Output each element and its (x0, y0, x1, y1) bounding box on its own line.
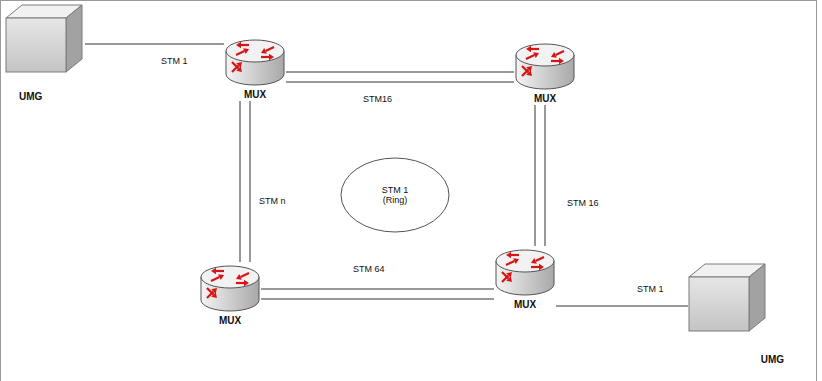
mux-node: MUX (199, 262, 261, 327)
link-stroke (556, 306, 688, 307)
ring-ellipse: STM 1 (Ring) (340, 157, 450, 233)
arrow-stroke (211, 277, 219, 281)
mux-node: MUX (514, 40, 576, 105)
arrow-stroke (241, 273, 249, 277)
arrow-head (506, 276, 512, 282)
arrow-stroke (232, 62, 238, 68)
arrow-stroke (531, 48, 539, 50)
link-line (261, 289, 494, 299)
arrow-head (559, 58, 564, 64)
link-stroke (286, 72, 514, 73)
mux-top (201, 266, 259, 288)
node-label: STM 1 (Ring) (378, 185, 412, 205)
arrow-stroke (236, 282, 244, 284)
mux-node: MUX (494, 246, 556, 311)
node-label: MUX (224, 89, 286, 101)
node-label: MUX (494, 299, 556, 311)
link-stroke (85, 44, 224, 45)
arrow-head (269, 54, 274, 60)
ring-ellipse-shape (341, 158, 449, 232)
arrow-head (211, 292, 217, 298)
arrow-stroke (236, 51, 244, 55)
arrow-head (243, 48, 249, 54)
arrow-head (533, 52, 539, 58)
arrow-stroke (506, 261, 514, 265)
arrow-head (218, 274, 224, 280)
link-label: STM 1 (160, 56, 189, 67)
arrow-stroke (536, 257, 544, 261)
arrow-head (211, 268, 216, 274)
arrow-head (236, 42, 241, 48)
mux-top (516, 44, 574, 66)
arrow-head (236, 66, 242, 72)
box-front (689, 277, 749, 331)
arrow-stroke (556, 51, 564, 55)
mux-node: MUX (224, 36, 286, 101)
mux-icon (224, 36, 286, 88)
arrow-head (513, 258, 519, 264)
node-label: UMG (5, 91, 85, 103)
link-stroke (535, 105, 536, 246)
gateway-box: UMG (5, 3, 85, 103)
arrow-head (526, 70, 532, 76)
arrow-head (531, 258, 537, 264)
link-label: STM 1 (636, 284, 665, 295)
mux-arrows (232, 42, 274, 72)
arrow-stroke (531, 266, 539, 268)
arrow-head (539, 264, 544, 270)
link-label: STM16 (362, 94, 393, 105)
arrow-stroke (511, 254, 519, 256)
arrow-head (236, 274, 242, 280)
mux-top (496, 250, 554, 272)
arrow-stroke (502, 272, 508, 278)
gateway-box: UMG (688, 262, 792, 366)
arrow-head (261, 48, 267, 54)
arrow-stroke (207, 288, 213, 294)
link-line (240, 101, 250, 262)
arrow-stroke (551, 60, 559, 62)
arrow-stroke (526, 55, 534, 59)
link-line (85, 44, 224, 45)
box-front (6, 18, 66, 72)
link-label: STM n (258, 196, 287, 207)
arrow-stroke (241, 44, 249, 46)
link-line (535, 105, 545, 246)
mux-icon (494, 246, 556, 298)
node-label: UMG (688, 354, 792, 366)
arrow-stroke (522, 66, 528, 72)
mux-arrows (207, 268, 249, 298)
box-side (749, 264, 765, 331)
gateway-icon (688, 262, 766, 332)
arrow-head (244, 280, 249, 286)
link-stroke (250, 101, 251, 262)
arrow-head (526, 46, 531, 52)
arrow-stroke (216, 270, 224, 272)
link-stroke (261, 299, 494, 300)
link-stroke (286, 82, 514, 83)
gateway-icon (5, 3, 83, 73)
link-line (556, 306, 688, 307)
arrow-head (551, 52, 557, 58)
mux-arrows (502, 252, 544, 282)
arrow-head (506, 252, 511, 258)
link-stroke (545, 105, 546, 246)
link-label: STM 64 (352, 264, 386, 275)
mux-icon (199, 262, 261, 314)
node-label: MUX (199, 315, 261, 327)
mux-top (226, 40, 284, 62)
arrow-stroke (266, 47, 274, 51)
mux-arrows (522, 46, 564, 76)
link-stroke (261, 289, 494, 290)
arrow-stroke (261, 56, 269, 58)
node-label: MUX (514, 93, 576, 105)
link-label: STM 16 (566, 198, 600, 209)
box-side (66, 5, 82, 72)
link-line (286, 72, 514, 82)
link-stroke (240, 101, 241, 262)
mux-icon (514, 40, 576, 92)
